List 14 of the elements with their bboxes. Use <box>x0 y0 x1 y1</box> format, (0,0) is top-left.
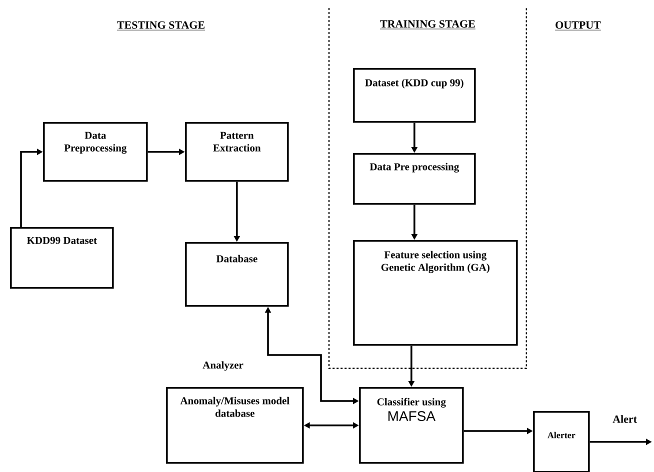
process-box: Database <box>185 242 289 307</box>
process-box: KDD99 Dataset <box>10 227 114 289</box>
process-box: Pattern Extraction <box>185 122 289 182</box>
process-box: Feature selection using Genetic Algorithm (GA) <box>353 240 518 346</box>
stage-heading: OUTPUT <box>554 21 602 30</box>
process-box: Dataset (KDD cup 99) <box>353 68 476 123</box>
stage-heading: TESTING STAGE <box>116 21 206 30</box>
process-box: Data Preprocessing <box>43 122 148 182</box>
process-box: Alerter <box>533 411 590 472</box>
section-label: Analyzer <box>202 361 244 371</box>
edge-label: Alert <box>612 415 637 423</box>
process-box: Anomaly/Misuses model database <box>166 387 304 464</box>
process-box: Classifier using MAFSA <box>359 387 464 464</box>
process-box: Data Pre processing <box>353 153 476 205</box>
